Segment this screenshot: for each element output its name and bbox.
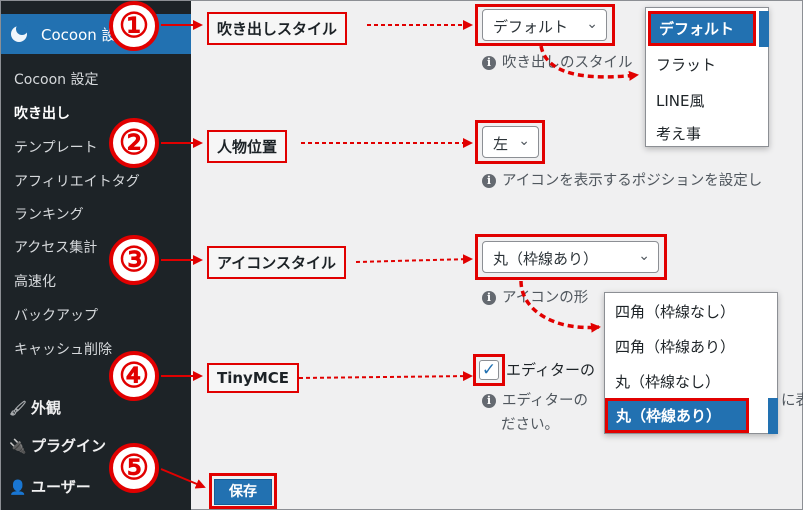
- save-button[interactable]: 保存: [214, 479, 272, 505]
- balloon-style-select[interactable]: デフォルト ⌄: [482, 9, 607, 41]
- admin-sidebar: Cocoon 設定 Cocoon 設定 吹き出し テンプレート アフィリエイトタ…: [1, 1, 191, 510]
- tinymce-checkbox[interactable]: ✓: [479, 360, 499, 380]
- balloon-style-dropdown: デフォルト フラット LINE風 考え事: [645, 7, 769, 147]
- chevron-down-icon: ⌄: [518, 133, 530, 149]
- info-icon: i: [482, 394, 496, 408]
- paintbrush-icon: 🖌: [9, 401, 27, 417]
- callout-icon-style: アイコンスタイル: [207, 246, 346, 279]
- sidebar-sub-template[interactable]: テンプレート: [14, 140, 98, 156]
- curved-arrow-balloon: [539, 45, 639, 81]
- marker-4: ④: [109, 351, 159, 401]
- sidebar-sub-access-stats[interactable]: アクセス集計: [14, 240, 98, 256]
- icon-style-select[interactable]: 丸（枠線あり） ⌄: [482, 241, 659, 273]
- marker-3: ③: [109, 235, 159, 285]
- marker-2: ②: [109, 118, 159, 168]
- info-icon: i: [482, 291, 496, 305]
- sidebar-sub-speedup[interactable]: 高速化: [14, 274, 56, 290]
- balloon-option-flat[interactable]: フラット: [656, 56, 717, 74]
- callout-tinymce: TinyMCE: [207, 363, 300, 393]
- icon-option-square-border[interactable]: 四角（枠線あり）: [615, 338, 736, 356]
- balloon-option-default[interactable]: デフォルト: [648, 11, 756, 46]
- highlight-box-save: [209, 473, 277, 509]
- tinymce-checkbox-label: エディターの: [506, 361, 595, 379]
- sidebar-sub-cocoon-settings[interactable]: Cocoon 設定: [14, 72, 99, 88]
- highlight-box-balloon-style: [475, 4, 615, 46]
- plugin-icon: 🔌: [9, 439, 27, 455]
- dashed-arrow-4: [298, 371, 473, 382]
- tinymce-help-line2: ださい。: [501, 417, 559, 433]
- sidebar-item-plugins[interactable]: 🔌プラグイン: [9, 437, 107, 455]
- highlight-box-tinymce: [473, 354, 505, 386]
- chevron-down-icon: ⌄: [586, 16, 598, 32]
- icon-style-dropdown: 四角（枠線なし） 四角（枠線あり） 丸（枠線なし） 丸（枠線あり）: [604, 292, 778, 434]
- sidebar-sub-cache-clear[interactable]: キャッシュ削除: [14, 342, 112, 358]
- icon-option-round-no-border[interactable]: 丸（枠線なし）: [615, 373, 721, 391]
- info-icon: i: [482, 56, 496, 70]
- info-icon: i: [482, 174, 496, 188]
- tinymce-help-tail: に表: [781, 393, 803, 409]
- sidebar-sub-balloon[interactable]: 吹き出し: [14, 106, 70, 122]
- dropdown-scrollbar[interactable]: [768, 398, 778, 434]
- sidebar-sub-backup[interactable]: バックアップ: [14, 308, 98, 324]
- user-icon: 👤: [9, 480, 27, 496]
- marker-5: ⑤: [109, 443, 159, 493]
- highlight-box-icon-style: [475, 234, 667, 280]
- icon-option-round-border[interactable]: 丸（枠線あり）: [605, 398, 749, 433]
- dropdown-scrollbar[interactable]: [759, 11, 769, 47]
- chevron-down-icon: ⌄: [638, 248, 650, 264]
- callout-person-position: 人物位置: [207, 130, 288, 163]
- icon-option-square-no-border[interactable]: 四角（枠線なし）: [615, 303, 736, 321]
- arrow-5: [160, 468, 206, 489]
- sidebar-top-label: Cocoon 設定: [41, 26, 132, 44]
- curved-arrow-icon: [519, 280, 601, 333]
- dashed-arrow-3: [355, 254, 473, 265]
- person-position-select[interactable]: 左 ⌄: [482, 126, 539, 158]
- marker-1: ①: [109, 1, 159, 51]
- balloon-option-line[interactable]: LINE風: [656, 92, 705, 110]
- highlight-box-person-position: [475, 120, 545, 164]
- callout-balloon-style: 吹き出しスタイル: [207, 12, 348, 45]
- cocoon-logo-icon: [11, 23, 28, 42]
- sidebar-sub-affiliate-tag[interactable]: アフィリエイトタグ: [14, 174, 140, 190]
- sidebar-item-users[interactable]: 👤ユーザー: [9, 478, 91, 496]
- sidebar-sub-ranking[interactable]: ランキング: [14, 207, 84, 223]
- balloon-option-thinking[interactable]: 考え事: [656, 125, 702, 143]
- sidebar-item-appearance[interactable]: 🖌外観: [9, 399, 62, 417]
- sidebar-item-cocoon-settings[interactable]: Cocoon 設定: [1, 14, 191, 54]
